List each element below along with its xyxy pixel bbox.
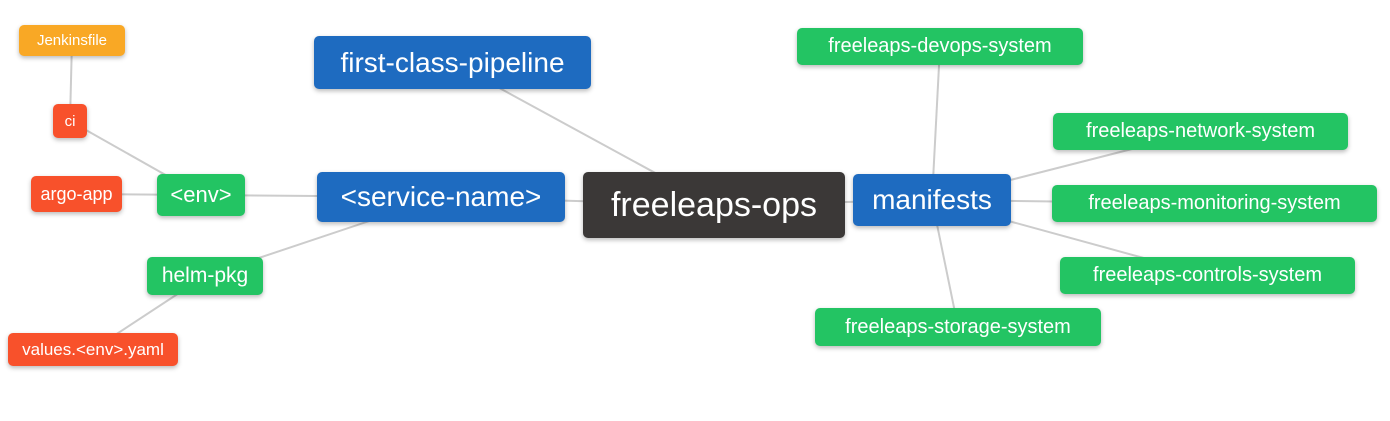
node-freeleaps-devops-system[interactable]: freeleaps-devops-system xyxy=(797,28,1083,65)
node-freeleaps-controls-system[interactable]: freeleaps-controls-system xyxy=(1060,257,1355,294)
node-freeleaps-network-system[interactable]: freeleaps-network-system xyxy=(1053,113,1348,150)
node-freeleaps-monitoring-system[interactable]: freeleaps-monitoring-system xyxy=(1052,185,1377,222)
node-freeleaps-storage-system[interactable]: freeleaps-storage-system xyxy=(815,308,1101,346)
node-freeleaps-ops[interactable]: freeleaps-ops xyxy=(583,172,845,238)
node-service-name[interactable]: <service-name> xyxy=(317,172,565,222)
node-env[interactable]: <env> xyxy=(157,174,245,216)
node-manifests[interactable]: manifests xyxy=(853,174,1011,226)
node-ci[interactable]: ci xyxy=(53,104,87,138)
node-argo-app[interactable]: argo-app xyxy=(31,176,122,212)
node-first-class-pipeline[interactable]: first-class-pipeline xyxy=(314,36,591,89)
node-helm-pkg[interactable]: helm-pkg xyxy=(147,257,263,295)
node-values-env-yaml[interactable]: values.<env>.yaml xyxy=(8,333,178,366)
node-jenkinsfile[interactable]: Jenkinsfile xyxy=(19,25,125,56)
